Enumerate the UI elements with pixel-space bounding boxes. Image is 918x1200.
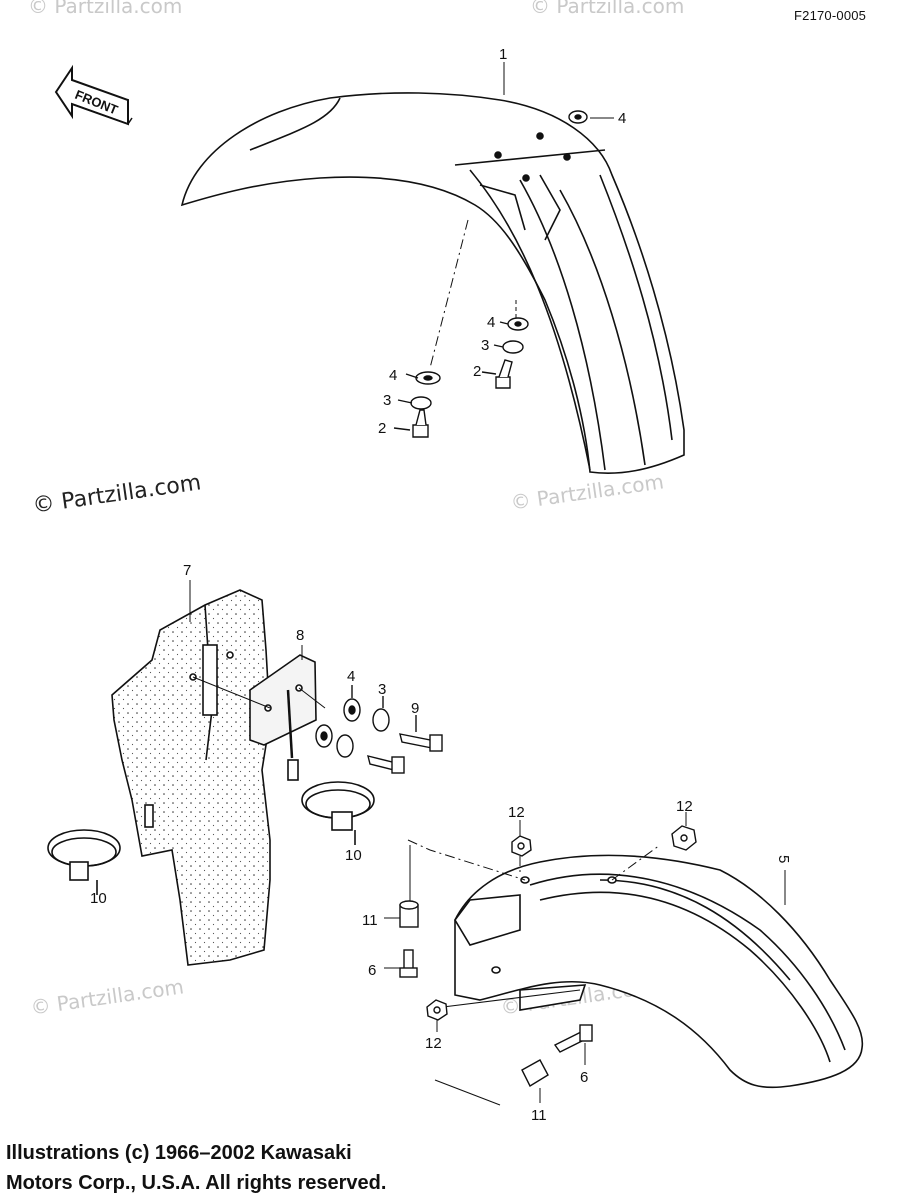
front-arrow-icon: FRONT [54,64,133,126]
plate-hardware [315,685,443,774]
rear-fender-hardware [399,825,697,1087]
washer-part-4-top [568,110,588,124]
callout-3: 3 [481,337,489,354]
callout-12: 12 [508,804,525,821]
callout-8: 8 [296,627,304,644]
callout-11: 11 [531,1107,547,1124]
callout-10: 10 [90,890,107,907]
callout-12: 12 [676,798,693,815]
callout-12: 12 [425,1035,442,1052]
callout-3: 3 [383,392,391,409]
diagram-code: F2170-0005 [794,8,867,23]
rear-fender [454,854,864,1089]
copyright-line-2: Motors Corp., U.S.A. All rights reserved… [6,1172,387,1194]
watermark: © Partzilla.com [28,0,183,18]
copyright-line-1: Illustrations (c) 1966–2002 Kawasaki [6,1142,352,1164]
hose-clamp-left [47,829,121,895]
callout-11: 11 [362,912,378,929]
callout-4: 4 [389,367,397,384]
copyright-footer: Illustrations (c) 1966–2002 Kawasaki Mot… [6,1138,386,1198]
callout-2: 2 [378,420,386,437]
callout-9: 9 [411,700,419,717]
callout-3: 3 [378,681,386,698]
hardware-left-stack [393,371,441,438]
callout-6: 6 [368,962,376,979]
callout-4: 4 [618,110,626,127]
callout-4: 4 [347,668,355,685]
callout-7: 7 [183,562,191,579]
callout-10: 10 [345,847,362,864]
callout-4: 4 [487,314,495,331]
front-fender [180,92,685,475]
callout-5: 5 [775,855,792,863]
hardware-right-stack [481,317,529,389]
callout-2: 2 [473,363,481,380]
callout-6: 6 [580,1069,588,1086]
mud-flap [111,589,299,966]
callout-1: 1 [499,46,507,63]
hose-clamp-right [301,781,375,845]
watermark: © Partzilla.com [530,0,685,18]
